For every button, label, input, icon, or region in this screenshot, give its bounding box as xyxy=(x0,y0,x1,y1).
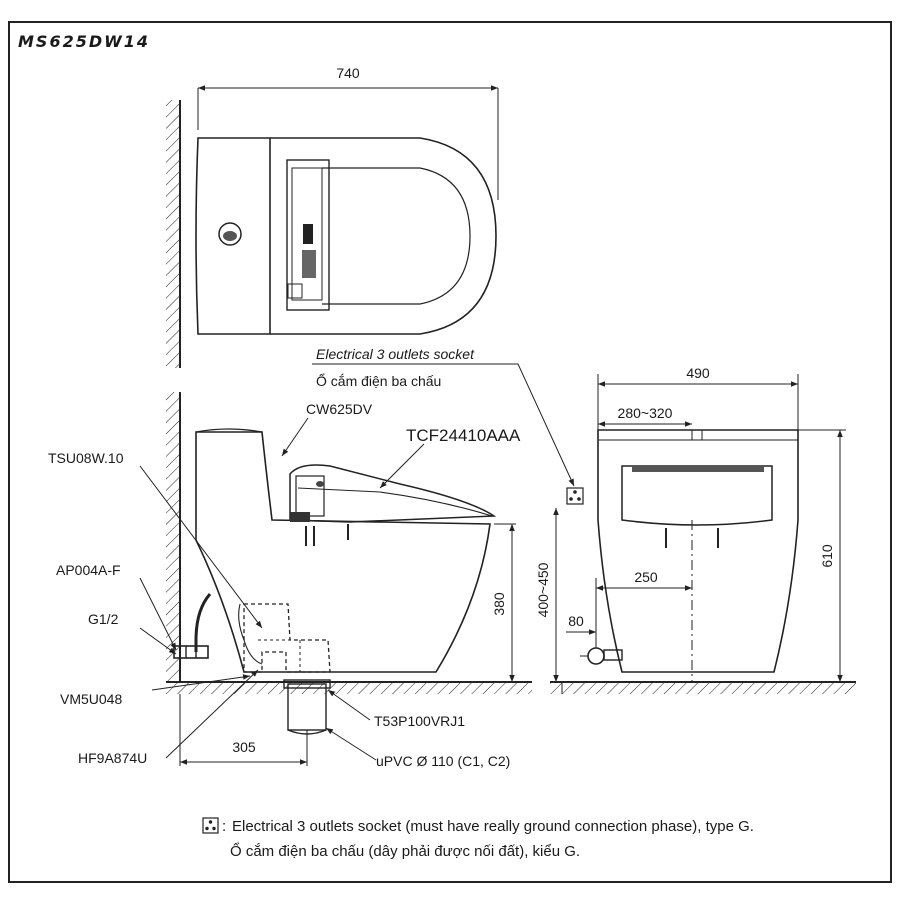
toilet-front-body xyxy=(597,429,799,673)
model-code: MS625DW14 xyxy=(18,32,150,51)
label-pipe-spec: uPVC Ø 110 (C1, C2) xyxy=(376,753,510,769)
floor-hatch-side xyxy=(166,682,532,694)
label-outlet-part: T53P100VRJ1 xyxy=(374,713,465,729)
dim-610: 610 xyxy=(819,544,835,568)
washlet-front xyxy=(621,465,773,526)
bowl-top xyxy=(270,137,497,335)
label-socket-en: Electrical 3 outlets socket xyxy=(316,346,475,362)
top-view: 740 xyxy=(166,65,499,368)
label-thread-size: G1/2 xyxy=(88,611,119,627)
dim-280-320: 280~320 xyxy=(618,405,673,421)
dim-80: 80 xyxy=(568,613,584,629)
label-washlet-model: TCF24410AAA xyxy=(406,426,521,445)
supply-hose xyxy=(194,593,212,652)
dim-740: 740 xyxy=(336,65,360,81)
note-socket-icon xyxy=(202,817,219,834)
flush-button-icon xyxy=(218,222,242,246)
note-line-vi: Ổ cắm điện ba chấu (dây phải được nối đấ… xyxy=(230,842,580,860)
floor-hatch-front xyxy=(550,682,856,694)
front-valve xyxy=(587,647,605,665)
note: : Electrical 3 outlets socket (must have… xyxy=(202,817,754,860)
washlet-seat xyxy=(289,464,497,523)
label-seat-model: CW625DV xyxy=(306,401,373,417)
dim-380: 380 xyxy=(491,592,507,616)
label-hose-part: AP004A-F xyxy=(56,562,121,578)
dim-400-450: 400~450 xyxy=(535,562,551,617)
label-seal-part: HF9A874U xyxy=(78,750,147,766)
note-line-en: Electrical 3 outlets socket (must have r… xyxy=(232,818,754,835)
front-view: 490 280~320 610 400~450 250 80 xyxy=(312,363,856,694)
label-socket-vi: Ổ cắm điện ba chấu xyxy=(316,372,441,389)
drawing-border xyxy=(8,21,892,883)
label-flange-part: VM5U048 xyxy=(60,691,122,707)
side-view: 380 305 xyxy=(139,392,532,766)
tank-top xyxy=(195,137,271,335)
control-unit xyxy=(286,159,330,311)
wall-hatch-side xyxy=(166,392,180,682)
toilet-side-body xyxy=(195,431,491,673)
dim-490: 490 xyxy=(686,365,710,381)
dim-305: 305 xyxy=(232,739,256,755)
note-separator: : xyxy=(222,818,226,835)
dim-250: 250 xyxy=(634,569,658,585)
label-valve-part: TSU08W.10 xyxy=(48,450,124,466)
wall-hatch-top xyxy=(166,100,180,368)
